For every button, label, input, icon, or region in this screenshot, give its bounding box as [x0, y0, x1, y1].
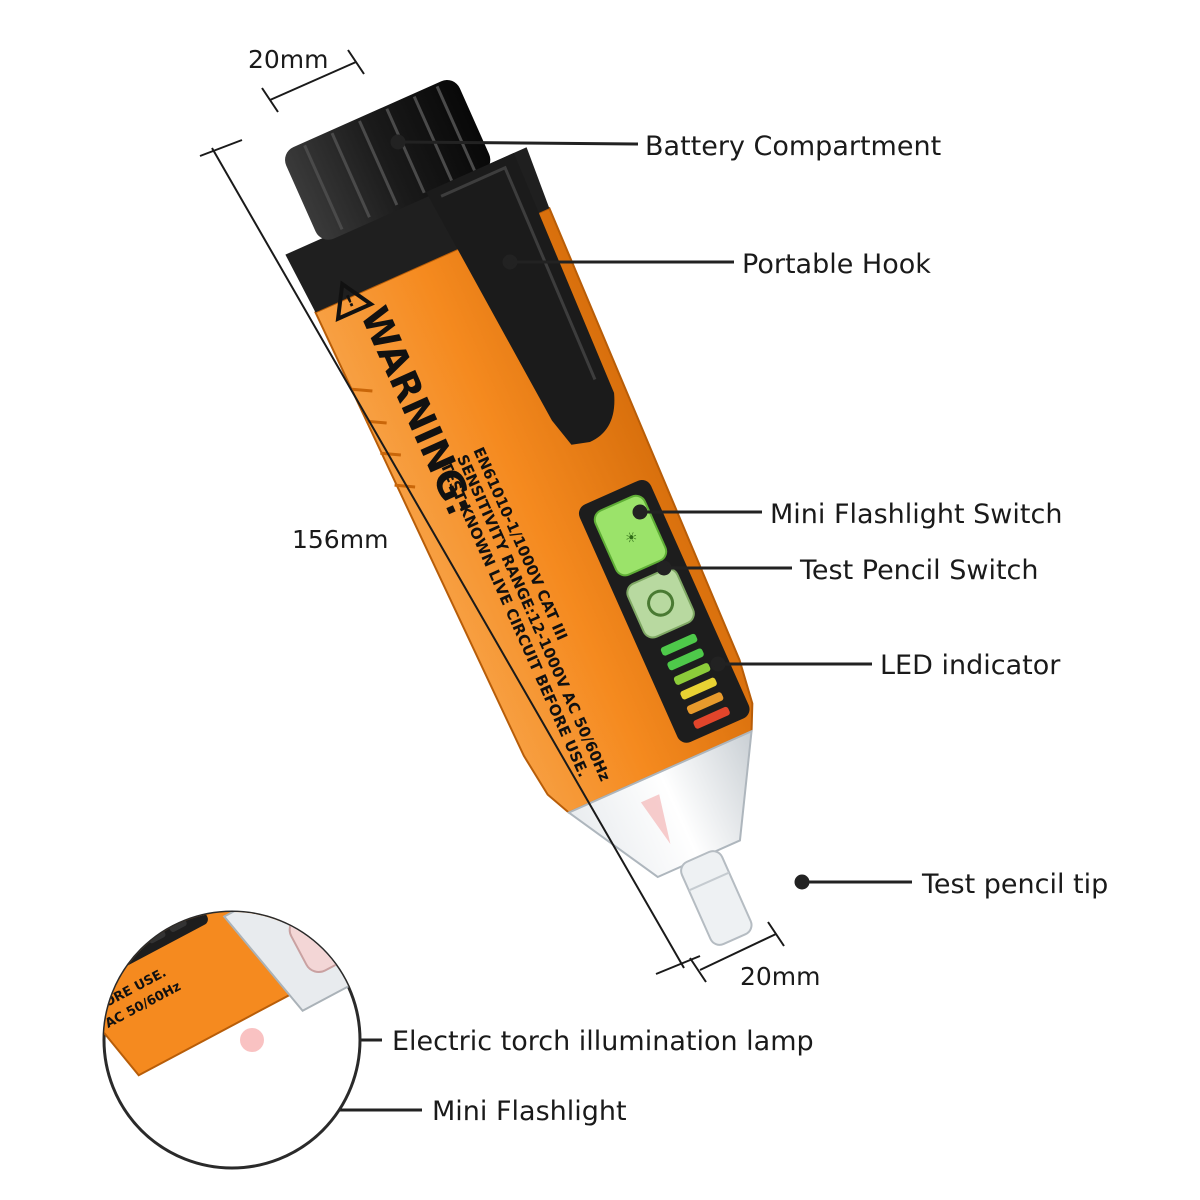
warning-triangle-icon [335, 280, 375, 323]
battery-cap [285, 79, 491, 240]
voltage-tester-pen: ! WARNING: TEST KNOWN LIVE CIRCUIT BEFOR… [285, 79, 754, 946]
label-test-pencil-switch: Test Pencil Switch [799, 555, 1039, 586]
label-torch-lamp: Electric torch illumination lamp [392, 1026, 814, 1057]
dim-bottom-width: 20mm [740, 962, 821, 991]
inset-magnifier: FORE USE. AC 50/60Hz [102, 910, 362, 1170]
dim-length: 156mm [292, 525, 388, 554]
label-mini-flashlight: Mini Flashlight [432, 1096, 627, 1127]
led-indicator [660, 633, 730, 729]
dimension-length [199, 139, 701, 975]
pen-probe [680, 850, 753, 946]
label-led-indicator: LED indicator [880, 650, 1061, 681]
dimension-top [261, 49, 365, 113]
dimension-bottom [689, 921, 785, 983]
flashlight-switch-button[interactable] [592, 493, 670, 579]
portable-hook [426, 152, 615, 445]
dim-top-width: 20mm [248, 45, 329, 74]
label-mini-flashlight-switch: Mini Flashlight Switch [770, 499, 1062, 530]
pencil-switch-button[interactable] [624, 566, 697, 641]
svg-text:☀: ☀ [623, 528, 641, 548]
label-portable-hook: Portable Hook [742, 249, 931, 280]
torch-lamp-spot [240, 1028, 264, 1052]
cap-knurling [303, 85, 476, 231]
label-test-pencil-tip: Test pencil tip [921, 869, 1108, 900]
label-battery-compartment: Battery Compartment [645, 131, 941, 162]
